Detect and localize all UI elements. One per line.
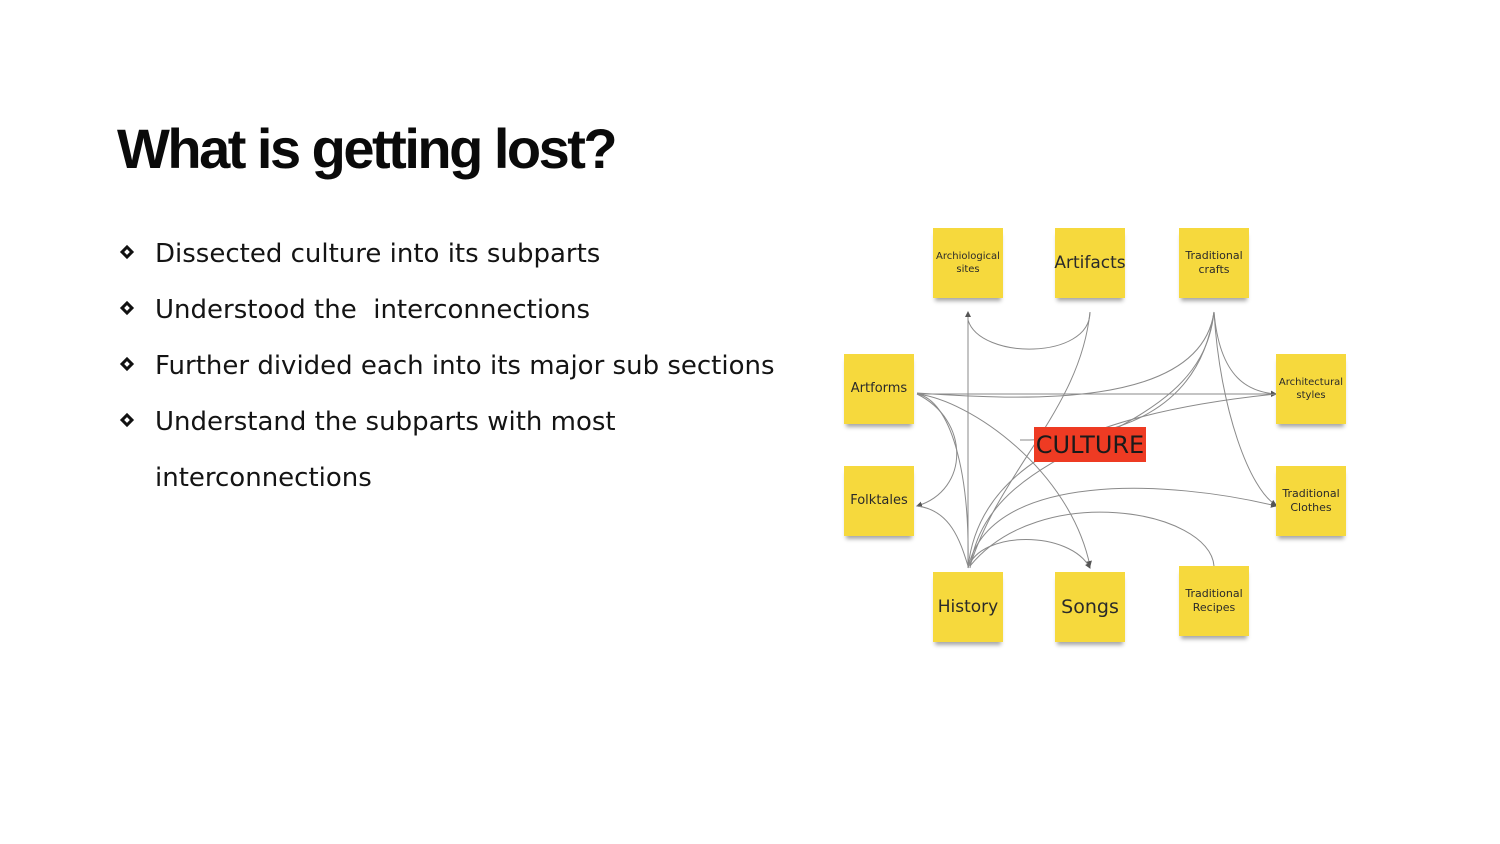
note-artforms: Artforms xyxy=(844,354,914,424)
note-traditional-crafts: Traditional crafts xyxy=(1179,228,1249,298)
bullet-text: Understood the interconnections xyxy=(155,295,591,325)
bullet-text: Understand the subparts with most interc… xyxy=(155,407,616,493)
connector-history-architectural xyxy=(967,393,1277,569)
connector-artforms-songs xyxy=(916,393,1092,567)
note-folktales: Folktales xyxy=(844,466,914,536)
bullet-item: Dissected culture into its subparts xyxy=(117,226,807,282)
diamond-bullet-icon xyxy=(119,244,135,260)
connector-artforms-folktales xyxy=(916,393,958,508)
connector-history-clothes xyxy=(967,487,1277,569)
bullet-text: Dissected culture into its subparts xyxy=(155,239,601,269)
connector-crafts-clothes xyxy=(1213,311,1277,506)
connector-crafts-artforms xyxy=(916,311,1215,398)
note-traditional-recipes: Traditional Recipes xyxy=(1179,566,1249,636)
note-songs: Songs xyxy=(1055,572,1125,642)
bullet-item: Understand the subparts with most interc… xyxy=(117,394,675,506)
note-architectural-styles: Architectural styles xyxy=(1276,354,1346,424)
bullet-item: Understood the interconnections xyxy=(117,282,807,338)
note-archeological-sites: Archiological sites xyxy=(933,228,1003,298)
connector-folktales-history xyxy=(916,505,969,567)
bullet-text: Further divided each into its major sub … xyxy=(155,351,775,381)
connector-recipes-history xyxy=(969,511,1215,567)
connector-history-songs xyxy=(967,539,1091,569)
note-traditional-clothes: Traditional Clothes xyxy=(1276,466,1346,536)
note-artifacts: Artifacts xyxy=(1054,228,1126,298)
diamond-bullet-icon xyxy=(119,412,135,428)
slide-title: What is getting lost? xyxy=(117,117,618,180)
diamond-bullet-icon xyxy=(119,300,135,316)
connector-artifacts-archeological xyxy=(967,311,1091,350)
culture-center-label: CULTURE xyxy=(1034,427,1146,462)
connector-artforms-history xyxy=(916,393,969,567)
note-history: History xyxy=(933,572,1003,642)
bullet-list: Dissected culture into its subparts Unde… xyxy=(117,226,807,506)
culture-mind-map: Archiological sites Artifacts Traditiona… xyxy=(820,210,1380,670)
bullet-item: Further divided each into its major sub … xyxy=(117,338,807,394)
connector-crafts-architectural xyxy=(1213,311,1277,397)
diamond-bullet-icon xyxy=(119,356,135,372)
